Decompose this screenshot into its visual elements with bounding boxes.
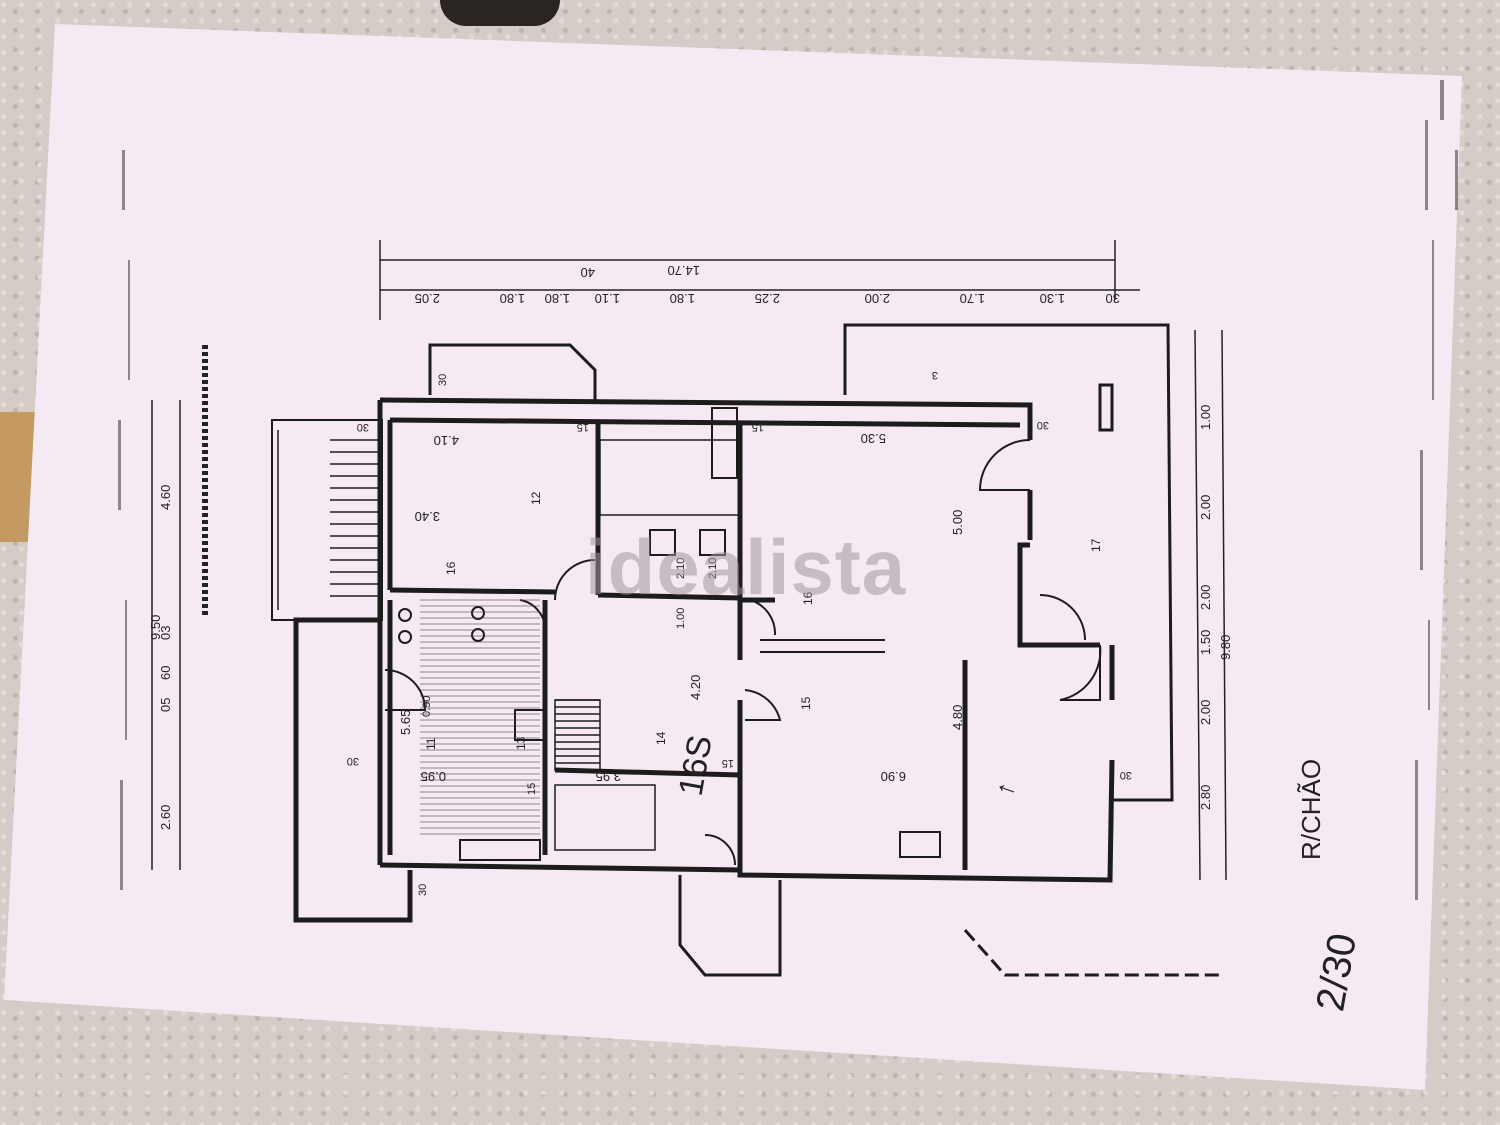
wall-label: 0.90	[421, 696, 433, 717]
room-number: 12	[529, 491, 543, 505]
photocopy-speckle	[118, 80, 1458, 900]
dim-seg: 1.30	[1040, 291, 1065, 306]
dim-right-seg: 2.80	[1198, 785, 1213, 810]
dim-seg: 1.80	[500, 291, 525, 306]
dim-right-seg: 2.00	[1198, 495, 1213, 520]
dim-right-seg: 2.00	[1198, 585, 1213, 610]
room-width: 5.30	[861, 431, 886, 446]
wall-label: 15	[722, 757, 734, 769]
dim-overall-width: 14.70	[667, 263, 700, 278]
left-dimension-lines	[151, 345, 208, 870]
right-dimension-labels: 1.00 2.00 2.00 1.50 2.00 2.80 9.80	[1198, 405, 1233, 810]
room-width: 3.95	[596, 769, 621, 784]
doors	[384, 439, 1102, 866]
dim-seg: 1.70	[960, 291, 985, 306]
dim-left-seg: 2.60	[158, 805, 173, 830]
dim-seg: 2.00	[865, 291, 890, 306]
wall-label: 30	[1037, 419, 1049, 431]
dim-left-seg: 05	[158, 698, 173, 712]
room-number: 11	[424, 737, 438, 750]
dim-left-seg: 03	[158, 626, 173, 640]
dim-seg: 1.80	[670, 291, 695, 306]
wall-label: 30	[417, 884, 429, 896]
room-number: 16	[801, 591, 815, 605]
walls	[271, 323, 1220, 977]
dim-seg: 1.10	[595, 291, 620, 306]
dim-seg: 1.80	[545, 291, 570, 306]
wall-label: 2.10	[707, 558, 719, 579]
dim-left-seg: 60	[158, 666, 173, 680]
dim-seg: 30	[1106, 291, 1120, 306]
room-depth: 3.40	[415, 509, 440, 524]
wall-label: 30	[347, 755, 359, 767]
dim-seg: 2.25	[755, 291, 780, 306]
dark-object	[440, 0, 560, 26]
room-number: 15	[799, 696, 813, 710]
room-width: 6.90	[881, 769, 906, 784]
room-labels: 12 3.40 4.10 16 11 0.95 5.65 13 14 3.95 …	[398, 431, 1103, 784]
dim-seg: 2.05	[415, 291, 440, 306]
wall-label: 1.00	[675, 608, 687, 629]
wall-label: 30	[357, 421, 369, 433]
dim-right-seg: 1.00	[1198, 405, 1213, 430]
room-number: 17	[1089, 538, 1103, 552]
handwritten-area: 16S	[672, 733, 720, 799]
room-width: 4.10	[434, 433, 459, 448]
left-dimension-labels: 9.50 4.60 03 60 05 2.60	[148, 485, 173, 830]
top-dimension-lines	[379, 240, 1140, 320]
room-number: 13	[514, 736, 528, 750]
room-width: 0.95	[421, 769, 446, 784]
room-number: 14	[654, 731, 668, 745]
dim-left-seg: 4.60	[158, 485, 173, 510]
right-dimension-lines	[1194, 329, 1227, 881]
room-depth: 5.65	[398, 710, 413, 735]
wall-label: 15	[752, 421, 764, 433]
handwritten-page: 2/30	[1308, 930, 1365, 1014]
fixtures	[398, 383, 1114, 861]
wall-label: 2.10	[675, 558, 687, 579]
floor-label: R/CHÃO	[1296, 759, 1326, 860]
dim-right-overall: 9.80	[1218, 635, 1233, 660]
room-depth: 4.80	[950, 705, 965, 730]
dim-right-seg: 1.50	[1198, 630, 1213, 655]
handwritten-mark: ↑	[988, 777, 1021, 799]
dim-right-seg: 2.00	[1198, 700, 1213, 725]
room-depth: 5.00	[950, 510, 965, 535]
dim-left-overall: 9.50	[148, 615, 163, 640]
stairs	[277, 430, 741, 851]
wall-label: 3	[932, 369, 938, 381]
watermark: idealista	[585, 523, 907, 611]
room-extra: 16	[444, 561, 458, 575]
wall-label: 30	[437, 374, 449, 386]
room-depth: 4.20	[688, 675, 703, 700]
kitchen-hatch	[420, 599, 540, 835]
wall-thickness-labels: 30 30 15 15 15 30 30 3 30 30 15 1.00 2.1…	[347, 369, 1132, 896]
top-dimension-labels: 14.70 40 2.05 1.80 1.80 1.10 1.80 2.25 2…	[415, 263, 1120, 306]
wall-label: 15	[577, 421, 589, 433]
wall-label: 30	[1120, 769, 1132, 781]
dim-note: 40	[581, 265, 595, 280]
wall-label: 15	[526, 783, 538, 795]
